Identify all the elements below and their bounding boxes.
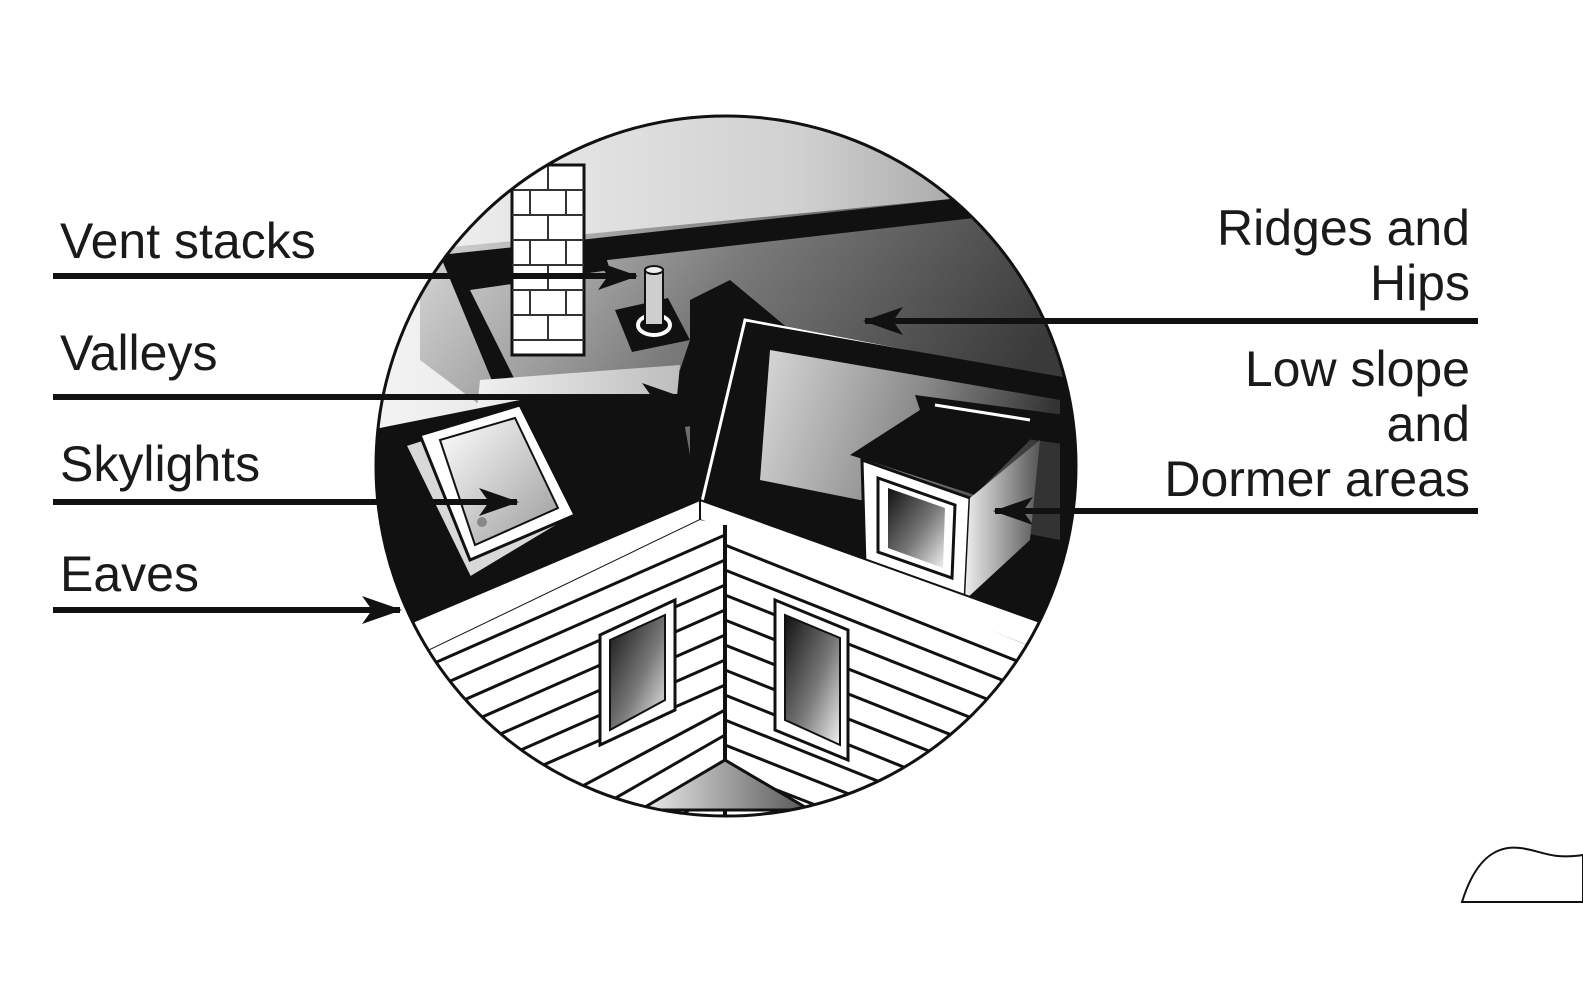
label-skylights: Skylights — [60, 436, 261, 492]
label-lowslope-line-1: Low slope — [1244, 341, 1470, 397]
label-ridges-and-hips: Ridges and Hips — [1217, 201, 1470, 311]
vent-stack-pipe — [615, 265, 690, 352]
illustration-circle-outline — [374, 114, 1078, 818]
chimney — [510, 163, 586, 357]
label-lowslope-line-3: Dormer areas — [1164, 451, 1470, 507]
label-eaves: Eaves — [60, 546, 199, 602]
roof-illustration — [376, 116, 1076, 816]
wall-window-right — [773, 597, 850, 763]
label-lowslope-line-2: and — [1386, 396, 1470, 452]
label-vent-stacks: Vent stacks — [60, 213, 316, 269]
label-ridges-line-2: Hips — [1369, 255, 1470, 311]
label-ridges-line-1: Ridges and — [1217, 200, 1470, 256]
wall-window-left — [598, 597, 677, 748]
label-valleys: Valleys — [60, 325, 218, 381]
corner-shape — [1460, 846, 1583, 903]
label-low-slope-and-dormer-areas: Low slope and Dormer areas — [1164, 342, 1470, 507]
